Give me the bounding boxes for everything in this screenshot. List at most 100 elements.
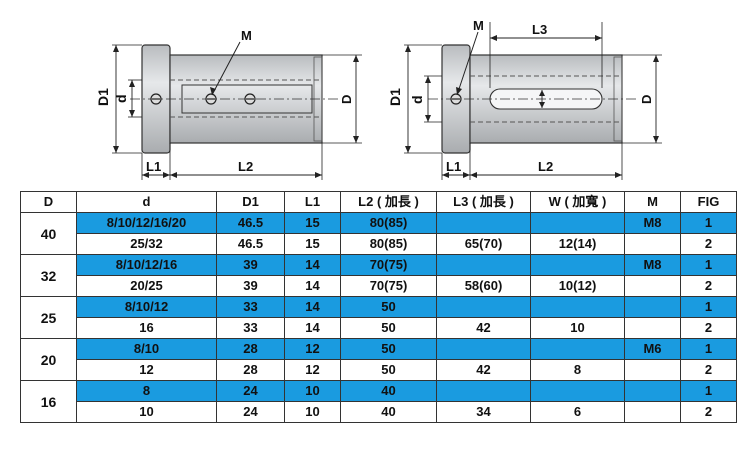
fig1-label-l2: L2 — [238, 159, 253, 174]
cell-fig: 2 — [680, 401, 737, 423]
cell-l2: 70(75) — [340, 254, 437, 276]
cell-fig: 2 — [680, 233, 737, 255]
cell-w — [530, 380, 625, 402]
group-d-cell: 32 — [20, 254, 77, 297]
cell-w — [530, 296, 625, 318]
cell-l3 — [436, 212, 531, 234]
cell-l3 — [436, 296, 531, 318]
cell-fig: 1 — [680, 212, 737, 234]
group-d-cell: 40 — [20, 212, 77, 255]
cell-d1: 28 — [216, 359, 285, 381]
cell-l2: 70(75) — [340, 275, 437, 297]
fig2-label-big-d: D — [639, 95, 654, 104]
fig2-label-l1: L1 — [446, 159, 461, 174]
cell-l1: 14 — [284, 254, 341, 276]
cell-fig: 1 — [680, 254, 737, 276]
fig2-label-l3: L3 — [532, 22, 547, 37]
cell-l2: 40 — [340, 380, 437, 402]
cell-d: 12 — [76, 359, 217, 381]
group-d-cell: 25 — [20, 296, 77, 339]
header-cell: W ( 加寬 ) — [530, 191, 625, 213]
group-d-cell: 16 — [20, 380, 77, 423]
group-d-cell: 20 — [20, 338, 77, 381]
cell-m — [624, 296, 681, 318]
cell-w: 10 — [530, 317, 625, 339]
cell-l1: 14 — [284, 317, 341, 339]
cell-d1: 46.5 — [216, 212, 285, 234]
fig1-label-d1: D1 — [95, 88, 111, 106]
cell-w: 12(14) — [530, 233, 625, 255]
cell-m: M8 — [624, 212, 681, 234]
cell-l3 — [436, 254, 531, 276]
cell-m — [624, 401, 681, 423]
cell-m — [624, 233, 681, 255]
fig2-label-d1: D1 — [387, 88, 403, 106]
cell-d: 10 — [76, 401, 217, 423]
cell-l2: 50 — [340, 338, 437, 360]
figure-1-drawing: M D1 d D L1 L2 — [95, 28, 362, 180]
figure-2-drawing: M L3 D1 d D L1 L2 — [387, 18, 662, 180]
cell-l1: 15 — [284, 233, 341, 255]
fig1-label-l1: L1 — [146, 159, 161, 174]
cell-fig: 2 — [680, 275, 737, 297]
fig1-label-d: d — [113, 94, 129, 103]
cell-d: 8/10 — [76, 338, 217, 360]
cell-d1: 46.5 — [216, 233, 285, 255]
cell-l2: 50 — [340, 359, 437, 381]
header-cell: FIG — [680, 191, 737, 213]
cell-l3: 42 — [436, 317, 531, 339]
fig2-label-m: M — [473, 18, 484, 33]
cell-d1: 39 — [216, 254, 285, 276]
cell-l1: 12 — [284, 338, 341, 360]
cell-l1: 14 — [284, 275, 341, 297]
cell-d1: 33 — [216, 317, 285, 339]
cell-d: 8/10/12/16/20 — [76, 212, 217, 234]
cell-m: M6 — [624, 338, 681, 360]
cell-m — [624, 275, 681, 297]
cell-l2: 50 — [340, 317, 437, 339]
cell-w: 6 — [530, 401, 625, 423]
fig2-label-d: d — [409, 95, 425, 104]
cell-d1: 28 — [216, 338, 285, 360]
cell-l1: 10 — [284, 401, 341, 423]
cell-m — [624, 380, 681, 402]
cell-l2: 40 — [340, 401, 437, 423]
cell-d: 8/10/12/16 — [76, 254, 217, 276]
cell-d: 25/32 — [76, 233, 217, 255]
cell-w — [530, 212, 625, 234]
cell-d: 8/10/12 — [76, 296, 217, 318]
cell-l3: 42 — [436, 359, 531, 381]
cell-l2: 50 — [340, 296, 437, 318]
cell-d1: 33 — [216, 296, 285, 318]
cell-fig: 2 — [680, 317, 737, 339]
fig1-label-m: M — [241, 28, 252, 43]
cell-m: M8 — [624, 254, 681, 276]
cell-d: 16 — [76, 317, 217, 339]
header-cell: L2 ( 加長 ) — [340, 191, 437, 213]
cell-l1: 10 — [284, 380, 341, 402]
cell-l3: 58(60) — [436, 275, 531, 297]
cell-w: 10(12) — [530, 275, 625, 297]
header-cell: D — [20, 191, 77, 213]
cell-m — [624, 359, 681, 381]
cell-l2: 80(85) — [340, 233, 437, 255]
cell-fig: 2 — [680, 359, 737, 381]
cell-l1: 14 — [284, 296, 341, 318]
header-cell: D1 — [216, 191, 285, 213]
header-cell: L1 — [284, 191, 341, 213]
cell-l3: 34 — [436, 401, 531, 423]
cell-m — [624, 317, 681, 339]
cell-w: 8 — [530, 359, 625, 381]
cell-d1: 24 — [216, 401, 285, 423]
cell-d1: 39 — [216, 275, 285, 297]
cell-l1: 12 — [284, 359, 341, 381]
